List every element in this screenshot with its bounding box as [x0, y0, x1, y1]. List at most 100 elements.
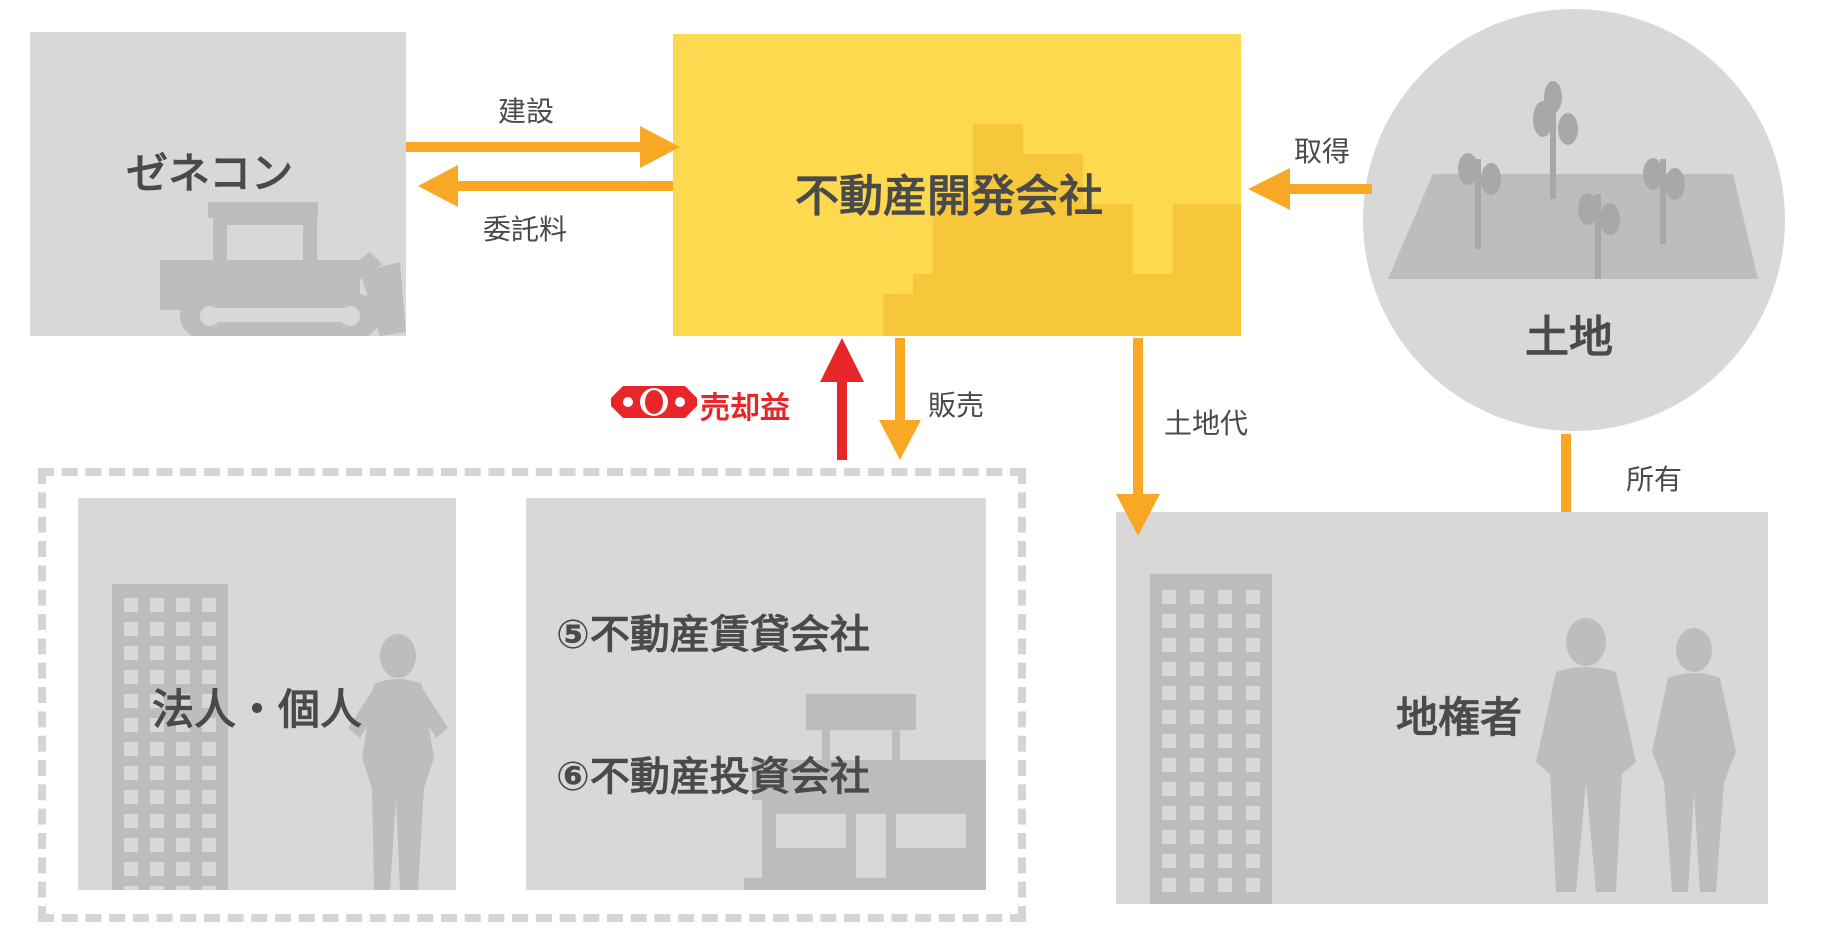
building-window — [1162, 806, 1176, 820]
building-window — [150, 622, 164, 636]
acquisition-arrow — [1286, 184, 1372, 194]
office-building-icon — [1150, 574, 1272, 904]
building-window — [124, 814, 138, 828]
building-window — [202, 622, 216, 636]
banknote-icon — [611, 386, 697, 418]
building-window — [1190, 758, 1204, 772]
building-window — [150, 766, 164, 780]
building-window — [1218, 710, 1232, 724]
building-window — [1218, 806, 1232, 820]
office-building-icon — [112, 584, 228, 890]
city-skyline-icon — [883, 124, 1241, 336]
building-window — [202, 598, 216, 612]
building-window — [1218, 662, 1232, 676]
building-window — [1190, 806, 1204, 820]
building-window — [150, 694, 164, 708]
sprout-field-icon — [1388, 81, 1758, 279]
building-window — [150, 646, 164, 660]
construction-arrow — [406, 142, 646, 152]
building-window — [202, 670, 216, 684]
building-window — [1246, 590, 1260, 604]
land-payment-label: 土地代 — [1164, 407, 1249, 440]
building-window — [1162, 878, 1176, 892]
building-window — [176, 598, 190, 612]
building-window — [1190, 782, 1204, 796]
building-window — [176, 670, 190, 684]
sale-label: 販売 — [928, 389, 985, 422]
building-window — [202, 718, 216, 732]
building-window — [1218, 638, 1232, 652]
building-window — [1246, 710, 1260, 724]
building-window — [124, 766, 138, 780]
buyers-group — [38, 468, 1026, 922]
building-window — [1162, 590, 1176, 604]
building-window — [124, 886, 138, 890]
building-window — [1218, 614, 1232, 628]
building-window — [1246, 662, 1260, 676]
building-window — [150, 670, 164, 684]
profit-label: 売却益 — [700, 391, 790, 426]
building-window — [1218, 854, 1232, 868]
commission-label: 委託料 — [483, 213, 568, 246]
building-window — [202, 886, 216, 890]
building-window — [124, 622, 138, 636]
land-label: 土地 — [1525, 312, 1613, 363]
building-window — [176, 886, 190, 890]
building-window — [1246, 830, 1260, 844]
investment-company-label: ⑥不動産投資会社 — [556, 754, 870, 800]
commission-arrow — [452, 181, 673, 191]
building-window — [1246, 638, 1260, 652]
land-node: 土地 — [1363, 9, 1785, 431]
rental-company-label: ⑤不動産賃貸会社 — [556, 612, 870, 658]
buyers-label: 法人・個人 — [152, 685, 363, 734]
building-window — [1162, 686, 1176, 700]
ownership-connector — [1561, 434, 1571, 512]
landowner-label: 地権者 — [1396, 693, 1523, 742]
building-window — [150, 838, 164, 852]
building-window — [124, 718, 138, 732]
building-window — [150, 862, 164, 876]
building-window — [124, 598, 138, 612]
sale-arrow — [895, 338, 905, 422]
building-window — [124, 838, 138, 852]
building-window — [150, 790, 164, 804]
building-window — [1218, 878, 1232, 892]
building-window — [1190, 830, 1204, 844]
building-window — [150, 814, 164, 828]
building-window — [1190, 662, 1204, 676]
building-window — [1246, 614, 1260, 628]
building-window — [1190, 590, 1204, 604]
person-silhouette-icon — [348, 634, 448, 890]
building-window — [176, 694, 190, 708]
storefront-icon — [744, 694, 986, 890]
building-window — [202, 814, 216, 828]
person-silhouette-icon — [1536, 618, 1736, 892]
building-window — [1246, 782, 1260, 796]
building-window — [176, 718, 190, 732]
building-window — [202, 766, 216, 780]
building-window — [150, 886, 164, 890]
building-window — [124, 742, 138, 756]
building-window — [1162, 662, 1176, 676]
building-window — [124, 790, 138, 804]
building-window — [1162, 734, 1176, 748]
general-contractor-label: ゼネコン — [126, 149, 294, 198]
building-window — [176, 622, 190, 636]
bulldozer-icon — [160, 202, 406, 336]
building-window — [150, 598, 164, 612]
building-window — [202, 838, 216, 852]
building-window — [176, 790, 190, 804]
building-window — [124, 670, 138, 684]
construction-label: 建設 — [498, 95, 555, 128]
general-contractor-box: ゼネコン — [30, 32, 406, 336]
building-window — [202, 742, 216, 756]
land-payment-arrow — [1133, 338, 1143, 498]
building-window — [1190, 614, 1204, 628]
landowner-box: 地権者 — [1116, 512, 1768, 904]
rental-investment-box: ⑤不動産賃貸会社 ⑥不動産投資会社 — [526, 498, 986, 890]
building-window — [1190, 734, 1204, 748]
building-window — [202, 646, 216, 660]
building-window — [1218, 830, 1232, 844]
building-window — [1246, 806, 1260, 820]
building-window — [1246, 878, 1260, 892]
